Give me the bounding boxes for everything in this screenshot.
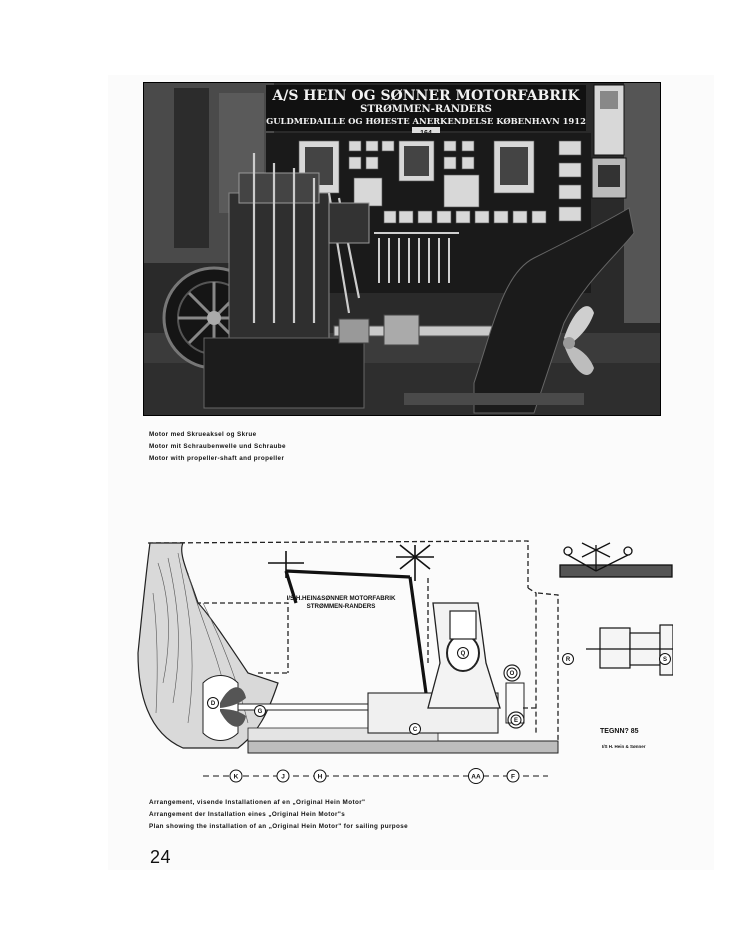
drawing-caption-german: Arrangement der Installation eines „Orig… [149, 811, 346, 818]
dimension-letter-aa: AA [471, 773, 481, 780]
part-letter-q: Q [461, 651, 466, 657]
maker-signature: I/S H. Hein & Sønner [602, 744, 646, 749]
photo-caption-english: Motor with propeller-shaft and propeller [149, 455, 285, 462]
photo-caption-danish: Motor med Skrueaksel og Skrue [149, 431, 257, 438]
dimension-letter-j: J [281, 773, 285, 780]
dimension-letter-h: H [318, 773, 323, 780]
drawing-number: TEGNN? 85 [600, 728, 639, 735]
sign-line-3: GULDMEDAILLE OG HØIESTE ANERKENDELSE KØB… [266, 116, 586, 126]
exhibition-photo: A/S HEIN OG SØNNER MOTORFABRIK STRØMMEN-… [143, 82, 661, 416]
dimension-letter-f: F [511, 773, 515, 780]
part-letter-s: S [663, 657, 667, 663]
photo-caption-german: Motor mit Schraubenwelle und Schraube [149, 443, 286, 450]
part-letter-e: E [514, 718, 518, 724]
part-letter-c: C [413, 727, 418, 733]
drawing-caption-english: Plan showing the installation of an „Ori… [149, 823, 409, 830]
sign-line-2: STRØMMEN-RANDERS [360, 104, 492, 115]
dimension-letter-k: K [234, 773, 239, 780]
part-letter-d: D [211, 701, 216, 707]
part-letter-r: R [566, 657, 571, 663]
part-letter-g: G [258, 709, 263, 715]
drawing-caption-danish: Arrangement, visende Installationen af e… [149, 799, 366, 806]
part-letter-o: O [510, 671, 515, 677]
maker-label-line-1: I/S H.HEIN&SØNNER MOTORFABRIK [287, 595, 396, 602]
installation-drawing: I/S H.HEIN&SØNNER MOTORFABRIK STRØMMEN-R… [128, 533, 673, 791]
maker-label-line-2: STRØMMEN-RANDERS [307, 603, 376, 610]
sign-line-1: A/S HEIN OG SØNNER MOTORFABRIK [271, 88, 580, 104]
exhibit-sign-banner [266, 85, 586, 131]
page-number: 24 [150, 847, 172, 867]
